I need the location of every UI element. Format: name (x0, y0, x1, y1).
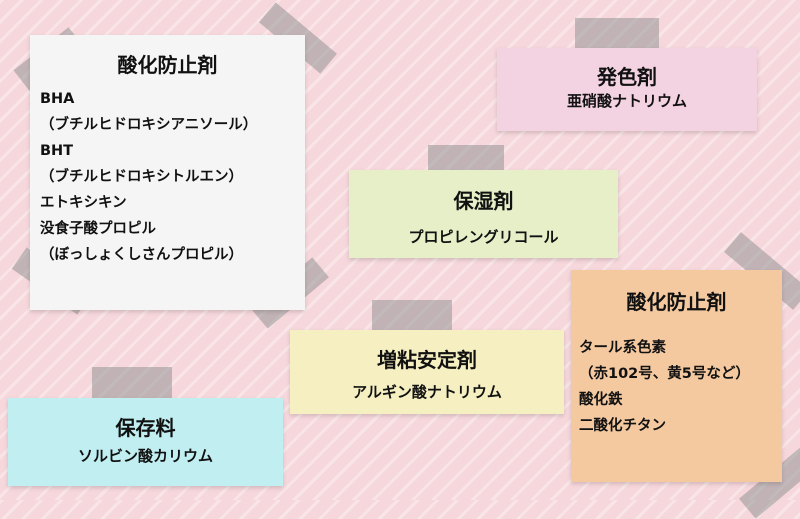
note-subtitle: プロピレングリコール (408, 228, 559, 246)
note-subtitle: 亜硝酸ナトリウム (566, 92, 687, 110)
note-subtitle: アルギン酸ナトリウム (352, 383, 502, 401)
note-title: 酸化防止剤 (117, 53, 218, 77)
list-item: 没食子酸プロピル (40, 221, 156, 237)
list-item: 二酸化チタン (579, 418, 666, 434)
note-antioxidant-right: 酸化防止剤 タール系色素 （赤102号、黄5号など） 酸化鉄 二酸化チタン (571, 270, 782, 482)
note-antioxidant-left: 酸化防止剤 BHA （ブチルヒドロキシアニソール） BHT （ブチルヒドロキシト… (30, 35, 305, 310)
list-item: （赤102号、黄5号など） (579, 366, 750, 382)
item-list: BHA （ブチルヒドロキシアニソール） BHT （ブチルヒドロキシトルエン） エ… (40, 86, 295, 268)
note-subtitle: ソルビン酸カリウム (77, 447, 213, 465)
note-colorant: 発色剤 亜硝酸ナトリウム (497, 48, 757, 131)
list-item: タール系色素 (579, 340, 666, 356)
note-title: 増粘安定剤 (377, 348, 477, 372)
note-title: 発色剤 (597, 65, 657, 89)
note-title: 保存料 (115, 416, 176, 440)
note-title: 保湿剤 (453, 189, 514, 213)
list-item: BHA (40, 91, 75, 107)
list-item: （ぼっしょくしさんプロピル） (40, 247, 243, 263)
list-item: （ブチルヒドロキシトルエン） (40, 169, 243, 185)
list-item: エトキシキン (40, 195, 127, 211)
note-preservative: 保存料 ソルビン酸カリウム (8, 398, 283, 486)
note-thickener: 増粘安定剤 アルギン酸ナトリウム (290, 330, 564, 414)
note-title: 酸化防止剤 (626, 290, 727, 314)
note-humectant: 保湿剤 プロピレングリコール (349, 170, 618, 258)
list-item: 酸化鉄 (579, 392, 623, 408)
item-list: タール系色素 （赤102号、黄5号など） 酸化鉄 二酸化チタン (579, 335, 774, 439)
list-item: （ブチルヒドロキシアニソール） (40, 117, 258, 133)
list-item: BHT (40, 143, 74, 159)
